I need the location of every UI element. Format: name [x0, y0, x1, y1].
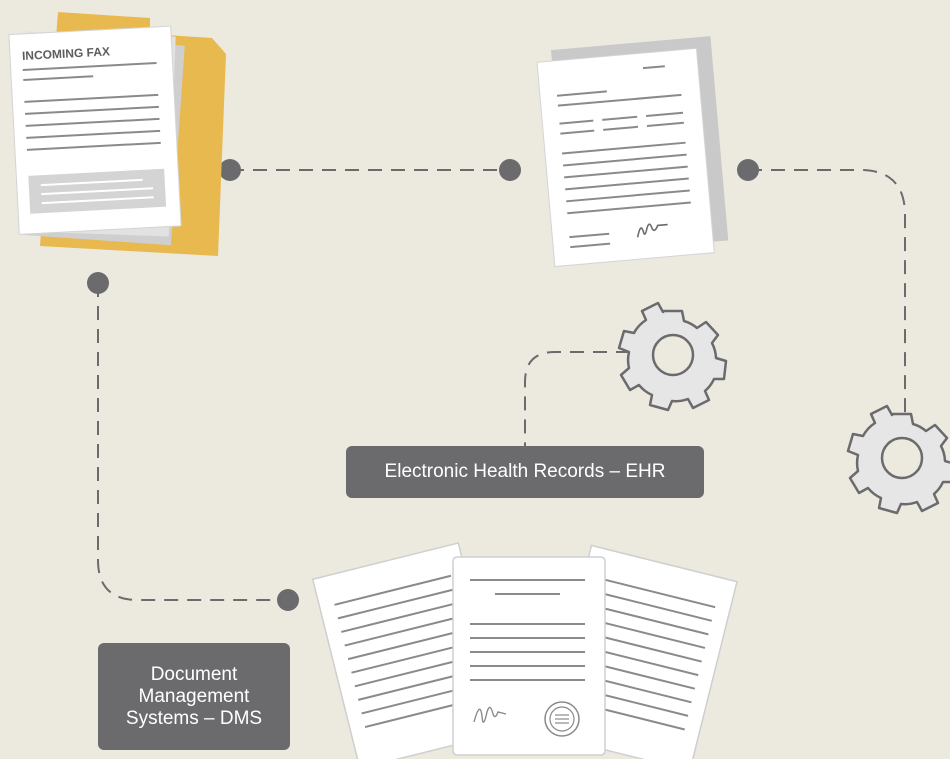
signature-icon [473, 706, 507, 723]
connector-fax-to-dms [97, 283, 288, 601]
connector-gear-to-ehr [524, 351, 630, 446]
incoming-fax-folder-icon: INCOMING FAX [8, 12, 226, 256]
connector-doc-to-gear [748, 169, 906, 415]
connector-lines [97, 169, 906, 601]
dms-label: Document Management Systems – DMS [98, 643, 290, 750]
document-fan-icon [311, 542, 738, 759]
gear-icon [846, 404, 950, 515]
incoming-fax-title: INCOMING FAX [22, 44, 111, 63]
processed-document-icon [536, 36, 729, 268]
incoming-fax-document: INCOMING FAX [8, 25, 182, 235]
gear-icon [617, 301, 728, 412]
signature-icon [636, 223, 668, 238]
ehr-label: Electronic Health Records – EHR [346, 446, 704, 498]
connector-dots [87, 159, 759, 611]
seal-icon [544, 701, 580, 737]
